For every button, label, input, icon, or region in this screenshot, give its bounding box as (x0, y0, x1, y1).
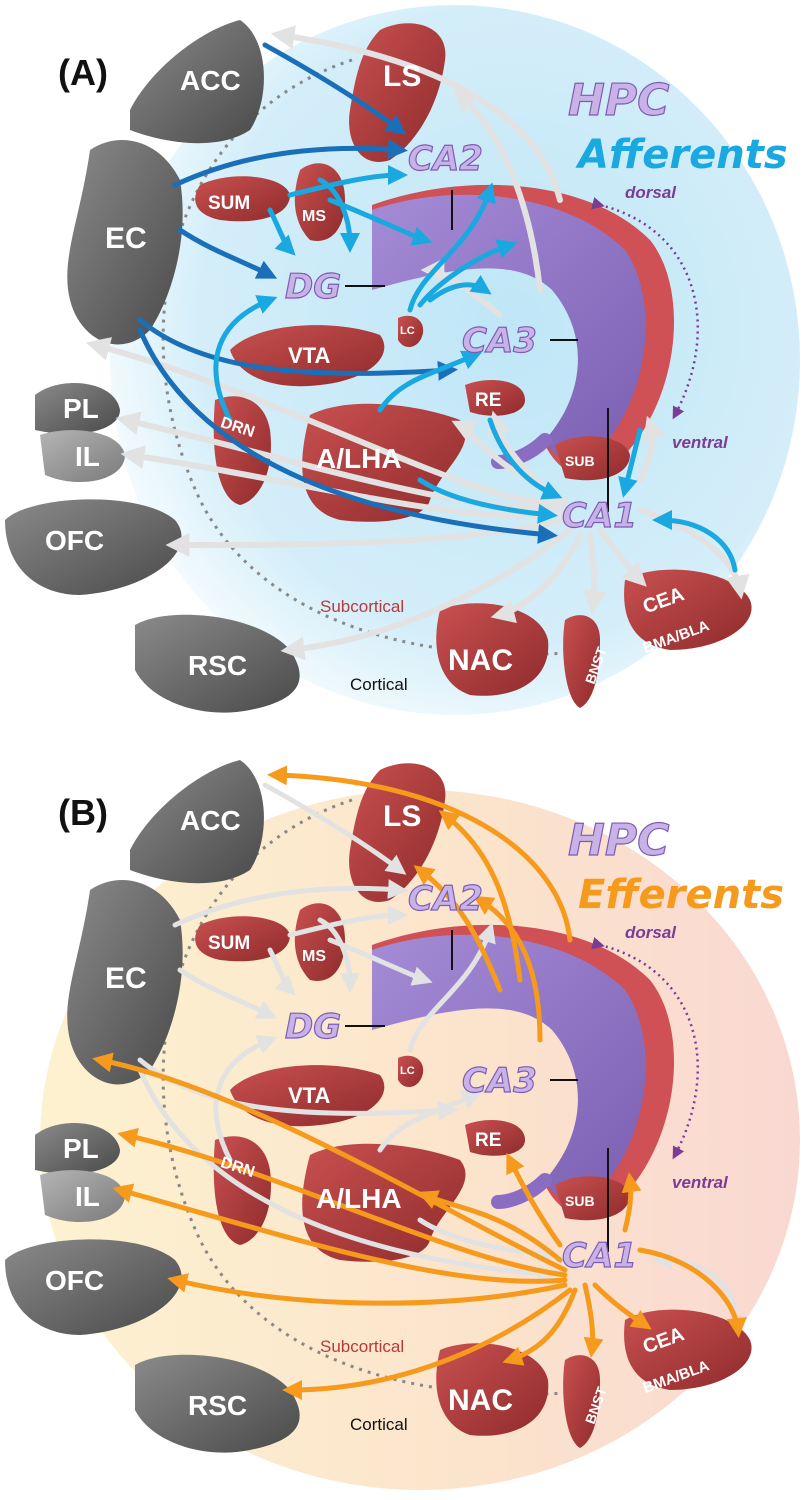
hpc-title: HPC (568, 75, 669, 126)
region-shape-sum (195, 916, 290, 962)
region-shape-re (465, 380, 525, 416)
label-vta: VTA (288, 1083, 330, 1108)
cortical-label: Cortical (350, 675, 408, 694)
label-rsc: RSC (188, 650, 247, 681)
subcortical-label: Subcortical (320, 1337, 404, 1356)
label-sum: SUM (208, 933, 250, 954)
region-shape-rsc (135, 614, 300, 713)
label-ls: LS (383, 60, 421, 93)
panel-afferents: (A) HPC Afferents dorsal ventral Subcort… (5, 5, 800, 715)
dorsal-ventral-axis (591, 197, 700, 420)
label-dg: DG (285, 267, 341, 307)
label-ls: LS (383, 800, 421, 833)
label-pl: PL (63, 1133, 99, 1164)
region-shape-lc (398, 1055, 424, 1088)
label-ms: MS (302, 948, 326, 965)
region-shape-sub (555, 436, 630, 481)
label-sub: SUB (565, 1193, 595, 1209)
label-ec: EC (105, 222, 147, 255)
panel-letter: (B) (58, 792, 108, 833)
label-ofc: OFC (45, 525, 104, 556)
region-shape-bnst (563, 1355, 600, 1448)
label-re: RE (475, 1130, 501, 1151)
region-shape-amygdala (624, 569, 752, 650)
region-shape-nac (436, 603, 549, 696)
region-shape-ls (349, 23, 446, 162)
direction-title: Efferents (578, 872, 784, 918)
label-ms: MS (302, 208, 326, 225)
label-ca1: CA1 (562, 1236, 637, 1276)
region-shape-ofc (5, 1239, 182, 1335)
region-shape-ec (67, 140, 183, 345)
region-shape-amygdala (624, 1309, 752, 1390)
label-sum: SUM (208, 193, 250, 214)
region-shape-lc (398, 315, 424, 348)
region-shape-rsc (135, 1354, 300, 1453)
label-pl: PL (63, 393, 99, 424)
context-arrows (85, 25, 750, 661)
label-lc: LC (400, 325, 415, 337)
direction-title: Afferents (575, 132, 788, 178)
hpc-leader-lines (345, 930, 609, 1252)
ventral-label: ventral (672, 1173, 729, 1192)
label-il: IL (75, 441, 100, 472)
label-nac: NAC (448, 644, 513, 677)
label-re: RE (475, 390, 501, 411)
region-shape-sub (555, 1176, 630, 1221)
label-vta: VTA (288, 343, 330, 368)
region-shape-ec (67, 880, 183, 1085)
afferent-arrows-light (213, 165, 738, 573)
label-sub: SUB (565, 453, 595, 469)
label-nac: NAC (448, 1384, 513, 1417)
label-ofc: OFC (45, 1265, 104, 1296)
region-shape-bnst (563, 615, 600, 708)
region-shape-ofc (5, 499, 182, 595)
region-shape-il (40, 430, 125, 483)
label-ca1: CA1 (562, 496, 637, 536)
hpc-leader-lines (345, 190, 609, 512)
subcortical-label: Subcortical (320, 597, 404, 616)
panel-letter: (A) (58, 52, 108, 93)
region-shape-acc (130, 760, 264, 884)
region-shape-pl (35, 383, 120, 434)
label-ca3: CA3 (462, 321, 537, 361)
context-arrows (137, 782, 738, 1313)
region-shape-il (40, 1170, 125, 1223)
region-shape-sum (195, 176, 290, 222)
region-shape-nac (436, 1343, 549, 1436)
label-lc: LC (400, 1065, 415, 1077)
dorsal-label: dorsal (625, 183, 677, 202)
label-a-lha: A/LHA (316, 443, 402, 474)
afferent-arrows-dark (137, 42, 558, 544)
dorsal-ventral-axis (591, 937, 700, 1160)
panel-background (110, 5, 800, 715)
region-shape-acc (130, 20, 264, 144)
dorsal-label: dorsal (625, 923, 677, 942)
label-acc: ACC (180, 65, 241, 96)
panel-efferents: (B) HPC Efferents dorsal ventral Subcort… (5, 760, 800, 1490)
label-ec: EC (105, 962, 147, 995)
region-shape-pl (35, 1123, 120, 1174)
region-shape-re (465, 1120, 525, 1156)
label-il: IL (75, 1181, 100, 1212)
label-acc: ACC (180, 805, 241, 836)
ventral-label: ventral (672, 433, 729, 452)
label-rsc: RSC (188, 1390, 247, 1421)
label-dg: DG (285, 1007, 341, 1047)
label-ca2: CA2 (408, 139, 483, 179)
hpc-title: HPC (568, 815, 669, 866)
efferent-arrows (92, 765, 747, 1400)
label-a-lha: A/LHA (316, 1183, 402, 1214)
label-ca2: CA2 (408, 879, 483, 919)
cortical-label: Cortical (350, 1415, 408, 1434)
label-ca3: CA3 (462, 1061, 537, 1101)
